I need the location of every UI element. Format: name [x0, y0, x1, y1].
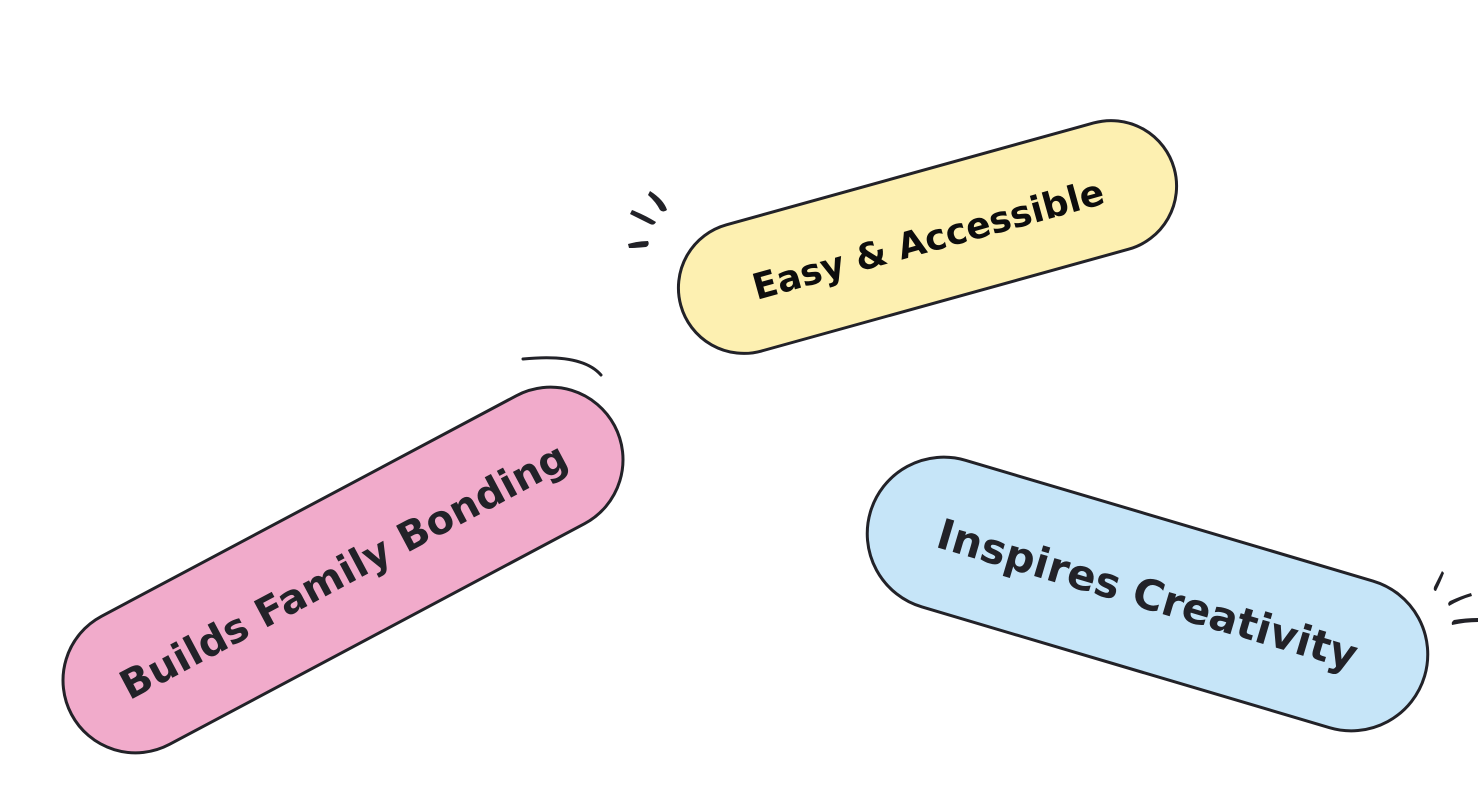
- pill-builds-family-bonding: Builds Family Bonding: [35, 359, 651, 781]
- sparkle-stroke-2: [630, 210, 656, 225]
- pill-inspires-creativity: Inspires Creativity: [846, 436, 1449, 752]
- pill-label: Inspires Creativity: [931, 508, 1364, 680]
- sparkle-stroke-6: [1451, 618, 1478, 625]
- pill-label: Builds Family Bonding: [112, 434, 576, 710]
- pill-easy-accessible: Easy & Accessible: [661, 103, 1194, 371]
- pill-label: Easy & Accessible: [747, 171, 1109, 309]
- sparkle-stroke-3: [628, 241, 649, 248]
- sparkle-stroke-4: [1433, 571, 1444, 591]
- sparkle-stroke-5: [1448, 593, 1472, 606]
- motion-arc: [521, 356, 603, 377]
- sparkle-stroke-1: [648, 191, 667, 212]
